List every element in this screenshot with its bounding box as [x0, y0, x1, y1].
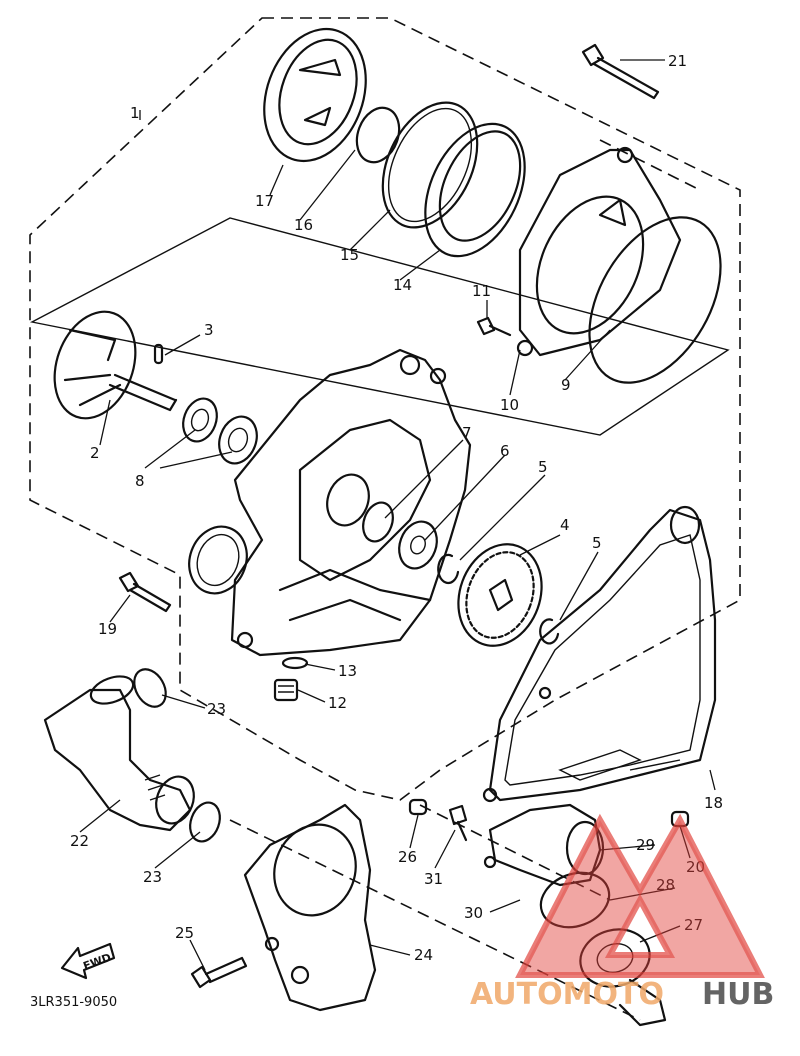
part-4-gear — [457, 543, 543, 647]
callout-26: 26 — [398, 848, 417, 866]
part-30-outlet-cover — [483, 803, 605, 887]
part-10-pump-cover — [516, 146, 682, 357]
part-23-oring-lower — [189, 801, 221, 843]
part-21-bolt — [581, 43, 660, 100]
fwd-arrow-icon: FWD — [60, 942, 116, 980]
watermark-text-right: HUB — [702, 977, 774, 1012]
callout-9: 9 — [561, 376, 571, 394]
callout-2: 2 — [90, 444, 100, 462]
callout-5-lower: 5 — [592, 534, 602, 552]
watermark-triangle-icon — [515, 813, 765, 978]
lower-assembly-boundary — [229, 139, 701, 1021]
part-6-bearing — [398, 520, 438, 570]
callout-10: 10 — [500, 396, 519, 414]
housing-inlet-tube — [188, 525, 248, 595]
callout-8: 8 — [135, 472, 145, 490]
part-5-circlip-lower — [539, 618, 560, 645]
part-11-small-bolt — [476, 316, 512, 337]
reference-box — [29, 217, 730, 436]
part-31-bolt — [448, 804, 468, 842]
part-26-cap — [408, 798, 428, 816]
callout-3: 3 — [204, 321, 214, 339]
callout-labels: 1 2 3 4 5 5 6 7 8 9 10 11 12 13 14 15 16… — [70, 52, 723, 964]
callout-17: 17 — [255, 192, 274, 210]
callout-23-upper: 23 — [207, 700, 226, 718]
callout-6: 6 — [500, 442, 510, 460]
part-8-bearings — [182, 397, 258, 465]
part-18-gasket — [482, 505, 717, 803]
part-17-cover — [263, 27, 367, 163]
leader-lines — [79, 59, 716, 971]
callout-30: 30 — [464, 904, 483, 922]
part-22-elbow-pipe — [43, 675, 195, 832]
part-2-impeller — [53, 310, 178, 420]
callout-14: 14 — [393, 276, 412, 294]
callout-21: 21 — [668, 52, 687, 70]
callout-22: 22 — [70, 832, 89, 850]
part-5-circlip-upper — [437, 553, 460, 585]
callout-11: 11 — [472, 282, 491, 300]
callout-25: 25 — [175, 924, 194, 942]
part-12-plug — [273, 678, 299, 702]
part-27-thermostat — [579, 928, 667, 1027]
part-24-thermostat-housing — [243, 803, 377, 1012]
callout-27: 27 — [684, 916, 703, 934]
pump-housing — [230, 348, 472, 657]
part-28-gasket — [539, 871, 611, 929]
part-13-oring — [281, 656, 309, 670]
callout-31: 31 — [424, 870, 443, 888]
callout-19: 19 — [98, 620, 117, 638]
part-9-large-oring — [588, 216, 722, 384]
part-23-oring-upper — [133, 668, 167, 708]
callout-28: 28 — [656, 876, 675, 894]
part-16-cap — [355, 106, 401, 164]
part-14-seal — [424, 122, 526, 258]
watermark-text-left: AUTOMOTO — [470, 977, 664, 1012]
callout-1: 1 — [130, 104, 140, 122]
callout-24: 24 — [414, 946, 433, 964]
callout-5-upper: 5 — [538, 458, 548, 476]
watermark-logo: AUTOMOTO HUB — [470, 813, 774, 1012]
assembly-boundary-outline — [29, 17, 741, 801]
callout-18: 18 — [704, 794, 723, 812]
callout-13: 13 — [338, 662, 357, 680]
callout-23-lower: 23 — [143, 868, 162, 886]
part-15-oring — [381, 101, 479, 229]
callout-29: 29 — [636, 836, 655, 854]
callout-7: 7 — [462, 424, 472, 442]
callout-16: 16 — [294, 216, 313, 234]
part-19-bolt — [118, 571, 172, 613]
part-7-washer — [362, 501, 394, 543]
callout-12: 12 — [328, 694, 347, 712]
callout-15: 15 — [340, 246, 359, 264]
callout-4: 4 — [560, 516, 570, 534]
part-25-bolt — [190, 956, 248, 989]
part-3-pin — [153, 343, 164, 365]
diagram-code: 3LR351-9050 — [30, 995, 117, 1010]
